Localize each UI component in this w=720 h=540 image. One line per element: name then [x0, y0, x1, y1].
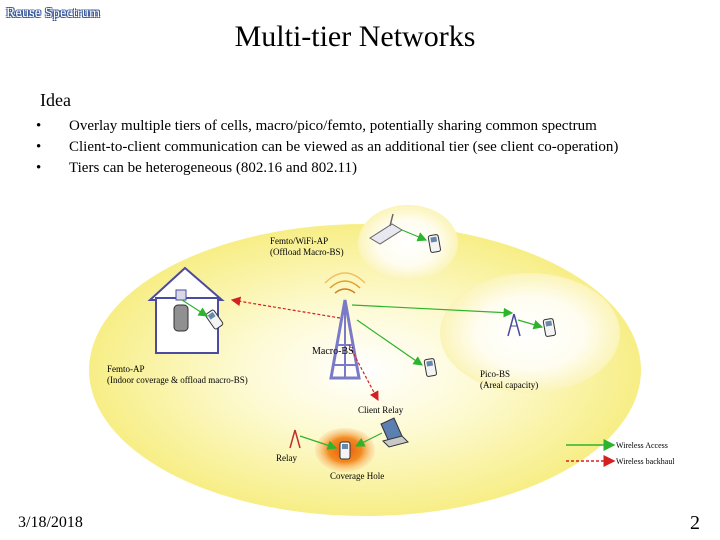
- bullet-text: Tiers can be heterogeneous (802.16 and 8…: [69, 160, 357, 176]
- mobile-phone-icon: [542, 318, 556, 337]
- mobile-phone-icon: [427, 234, 441, 253]
- wireless-access-link: [351, 304, 514, 318]
- macro-bs-tower-icon: [324, 272, 366, 380]
- wireless-access-link: [356, 319, 423, 366]
- femto-wifi-cell-area: [358, 205, 458, 281]
- footer-date: 3/18/2018: [18, 514, 83, 531]
- femto-wifi-ap-label: Femto/WiFi-AP (Offload Macro-BS): [270, 236, 344, 257]
- relay-tower-icon: [289, 429, 301, 449]
- bullet-item: •Tiers can be heterogeneous (802.16 and …: [36, 160, 357, 176]
- bullet-item: •Client-to-client communication can be v…: [36, 139, 619, 155]
- page-number: 2: [690, 512, 700, 534]
- pico-bs-tower-icon: [507, 313, 521, 337]
- legend-access-label: Wireless Access: [616, 441, 668, 450]
- bullet-text: Overlay multiple tiers of cells, macro/p…: [69, 118, 597, 134]
- pico-bs-label: Pico-BS (Areal capacity): [480, 369, 539, 390]
- wireless-access-link: [401, 229, 428, 242]
- bullet-item: •Overlay multiple tiers of cells, macro/…: [36, 118, 597, 134]
- wireless-access-link: [354, 432, 383, 447]
- bullet-list: •Overlay multiple tiers of cells, macro/…: [36, 116, 618, 179]
- idea-heading: Idea: [40, 90, 71, 110]
- mobile-phone-icon: [205, 309, 224, 330]
- wireless-access-link: [299, 435, 338, 450]
- bullet-text: Client-to-client communication can be vi…: [69, 139, 619, 155]
- mobile-phone-icon: [339, 441, 351, 460]
- mobile-phone-icon: [423, 358, 437, 377]
- coverage-hole-label: Coverage Hole: [330, 471, 385, 481]
- pico-cell-area: [440, 273, 620, 393]
- wireless-access-link: [181, 299, 209, 317]
- femto-ap-label: Femto-AP (Indoor coverage & offload macr…: [107, 364, 248, 385]
- slide-title: Multi-tier Networks: [234, 20, 476, 53]
- wireless-backhaul-link: [348, 344, 379, 402]
- legend-backhaul-label: Wireless backhaul: [616, 457, 675, 466]
- wireless-access-link: [517, 319, 544, 330]
- laptop-icon: [380, 417, 409, 448]
- client-relay-label: Client Relay: [358, 405, 404, 415]
- macro-bs-label: Macro-BS: [312, 346, 354, 357]
- wireless-backhaul-link: [230, 296, 341, 319]
- section-label: Reuse Spectrum: [6, 6, 101, 21]
- relay-label: Relay: [276, 453, 297, 463]
